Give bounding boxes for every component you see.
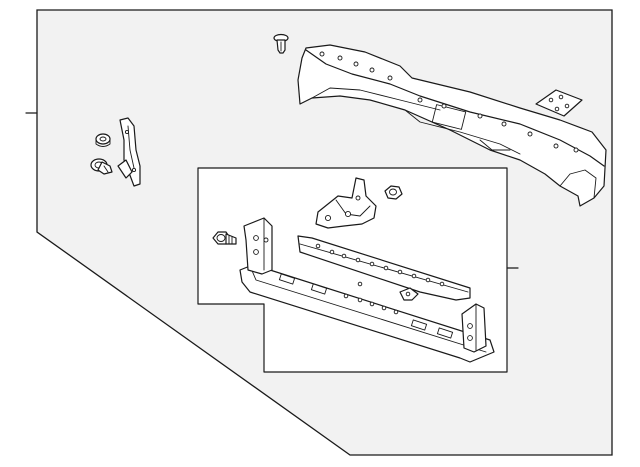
side-brace-bracket bbox=[117, 117, 141, 187]
license-plate-bracket bbox=[535, 89, 583, 117]
impact-bar-bolt bbox=[212, 231, 237, 245]
rear-bumper-face-bar bbox=[297, 44, 607, 207]
brace-bolt bbox=[90, 158, 113, 175]
brace-nut bbox=[95, 133, 111, 147]
bracket-nut bbox=[384, 185, 403, 200]
push-pin-retainer bbox=[273, 33, 289, 54]
impact-bar bbox=[239, 217, 495, 363]
mounting-bracket bbox=[315, 177, 377, 229]
reinforcement-plate bbox=[297, 235, 471, 301]
